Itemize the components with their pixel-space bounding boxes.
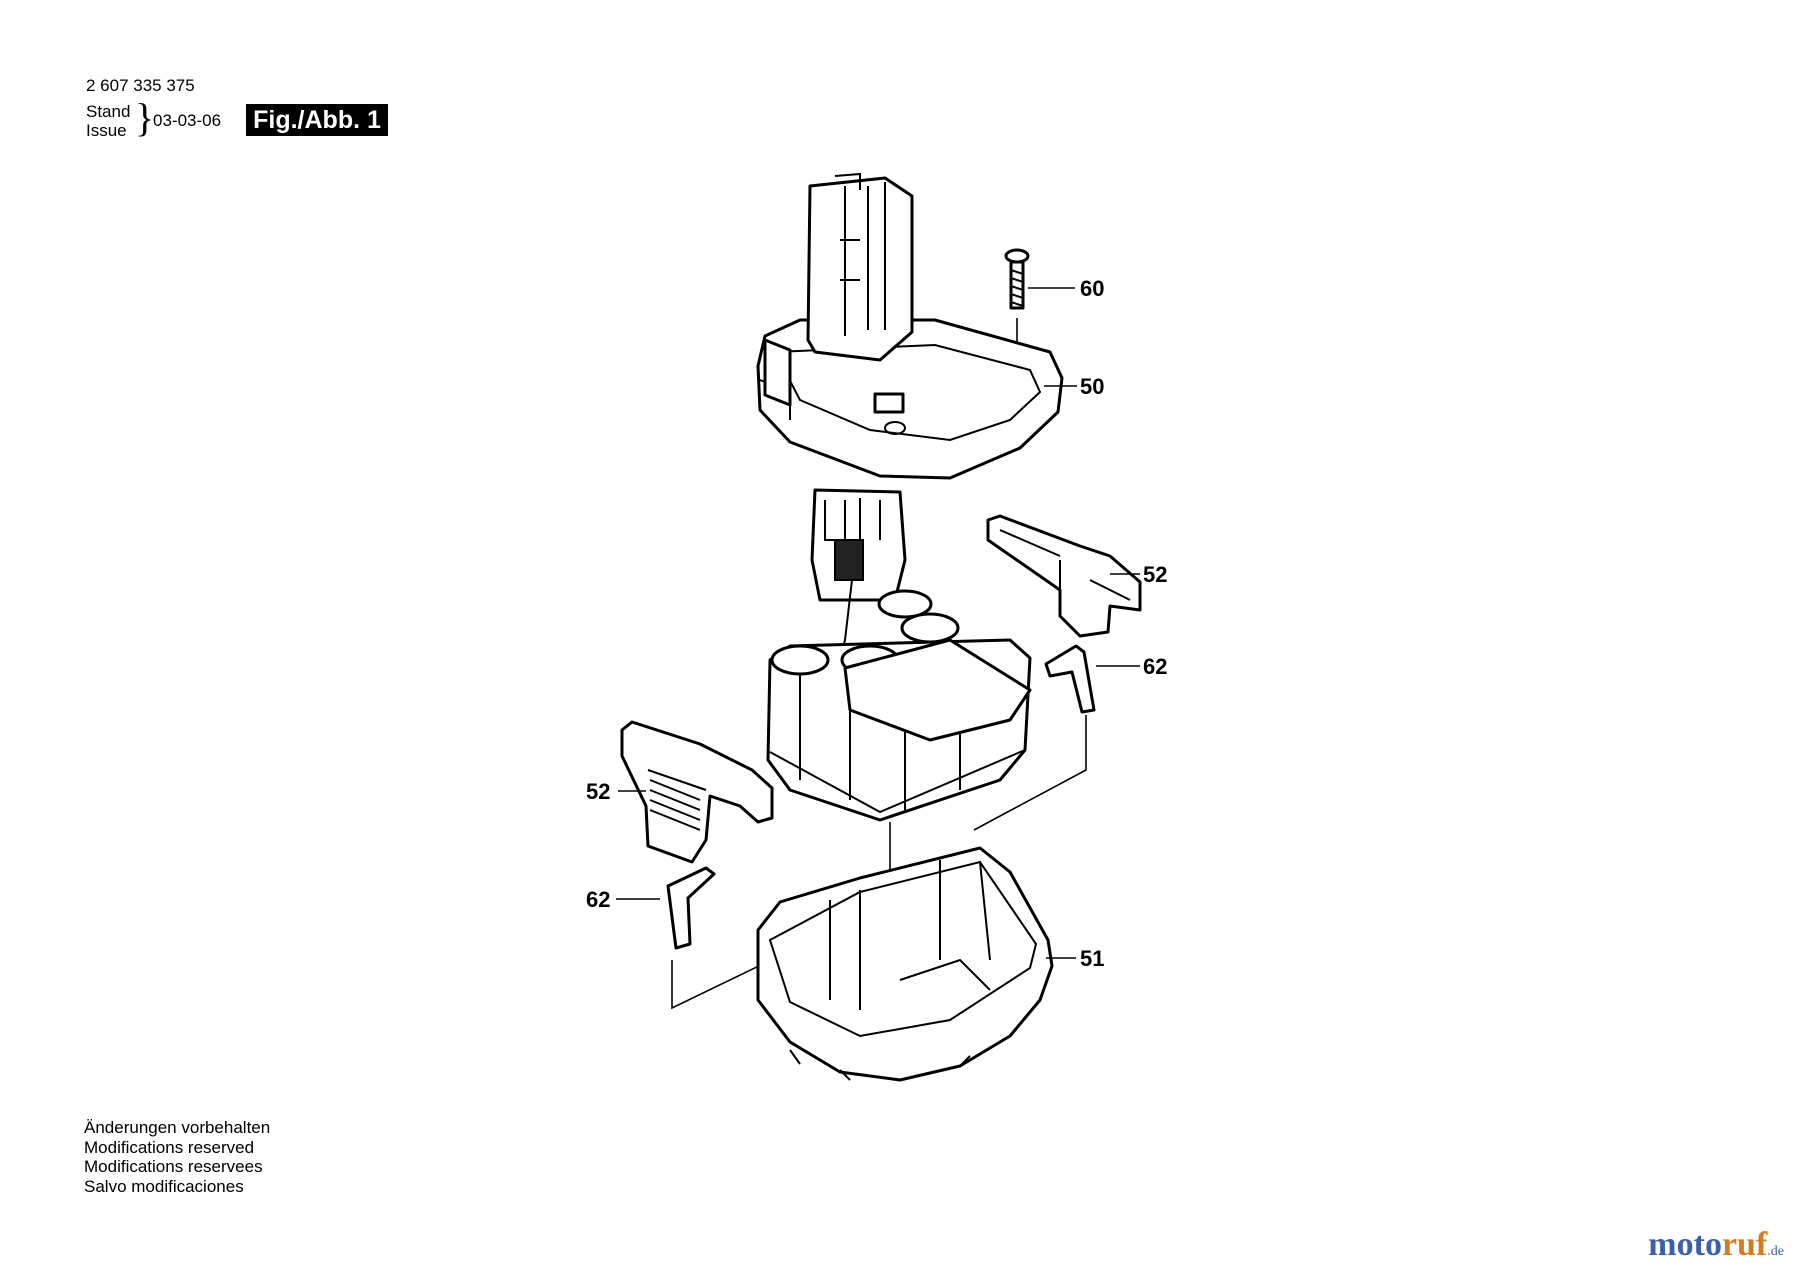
latch-right-part xyxy=(986,514,1142,638)
spring-left-lead xyxy=(671,949,793,1010)
callout-50: 50 xyxy=(1080,374,1104,399)
callout-52-right: 52 xyxy=(1143,562,1167,587)
stand-label: Stand xyxy=(86,102,131,121)
bottom-housing-part xyxy=(756,846,1054,1082)
latch-left-part xyxy=(620,720,774,864)
callout-51: 51 xyxy=(1080,946,1104,971)
callout-62-left: 62 xyxy=(586,887,610,912)
watermark-part2: ruf xyxy=(1721,1226,1768,1263)
issue-label: Issue xyxy=(86,121,127,140)
stand-issue-labels: Stand Issue xyxy=(86,102,146,140)
figure-badge: Fig./Abb. 1 xyxy=(246,104,388,136)
watermark-part3: .de xyxy=(1767,1244,1784,1259)
issue-date: 03-03-06 xyxy=(153,111,222,130)
battery-cell-pack xyxy=(766,488,1032,822)
top-housing-part xyxy=(756,172,1064,480)
callout-60: 60 xyxy=(1080,276,1104,301)
watermark-part1: moto xyxy=(1648,1226,1722,1263)
spring-right-part xyxy=(1044,644,1096,714)
note-de: Änderungen vorbehalten xyxy=(84,1118,271,1137)
spring-right-lead xyxy=(973,715,1087,831)
callout-62-right: 62 xyxy=(1143,654,1167,679)
note-en: Modifications reserved xyxy=(84,1137,255,1157)
screw-part xyxy=(1004,248,1030,310)
part-number: 2 607 335 375 xyxy=(86,76,195,95)
note-fr: Modifications reservees xyxy=(84,1157,263,1176)
note-es: Salvo modificaciones xyxy=(84,1176,244,1196)
modifications-notes: Änderungen vorbehalten Modifications res… xyxy=(84,1118,270,1196)
callout-52-left: 52 xyxy=(586,779,610,804)
brace-glyph: } xyxy=(135,95,155,140)
watermark-logo: motoruf.de xyxy=(1648,1226,1784,1264)
spring-left-part xyxy=(666,866,716,950)
